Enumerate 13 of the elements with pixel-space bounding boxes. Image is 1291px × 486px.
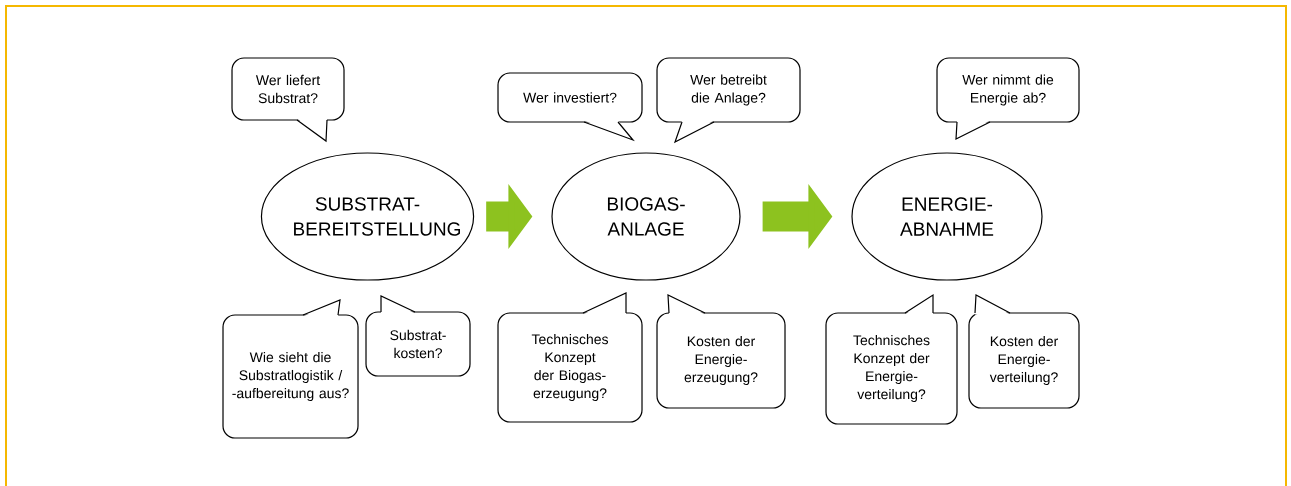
ellipse-node: ENERGIE-ABNAHME — [851, 152, 1043, 281]
speech-bubble: Wer betreibt die Anlage? — [656, 57, 801, 144]
speech-bubble: Technisches Konzept der Energie-verteilung? — [825, 293, 958, 425]
speech-bubble: Wer nimmt die Energie ab? — [936, 57, 1080, 140]
speech-bubble: Technisches Konzept der Biogas-erzeugung? — [497, 292, 643, 423]
ellipse-node: BIOGAS-ANLAGE — [551, 152, 741, 281]
speech-bubble: Kosten der Energie-erzeugung? — [656, 294, 786, 409]
speech-bubble: Wer liefert Substrat? — [231, 57, 345, 143]
speech-bubble: Wer investiert? — [497, 72, 643, 142]
ellipse-node: SUBSTRAT-BEREITSTELLUNG — [260, 152, 475, 281]
speech-bubble: Wie sieht die Substratlogistik / -aufbereitung aus? — [222, 299, 359, 439]
speech-bubble: Kosten der Energie-verteilung? — [968, 294, 1080, 409]
speech-bubble: Substrat-kosten? — [365, 295, 471, 377]
